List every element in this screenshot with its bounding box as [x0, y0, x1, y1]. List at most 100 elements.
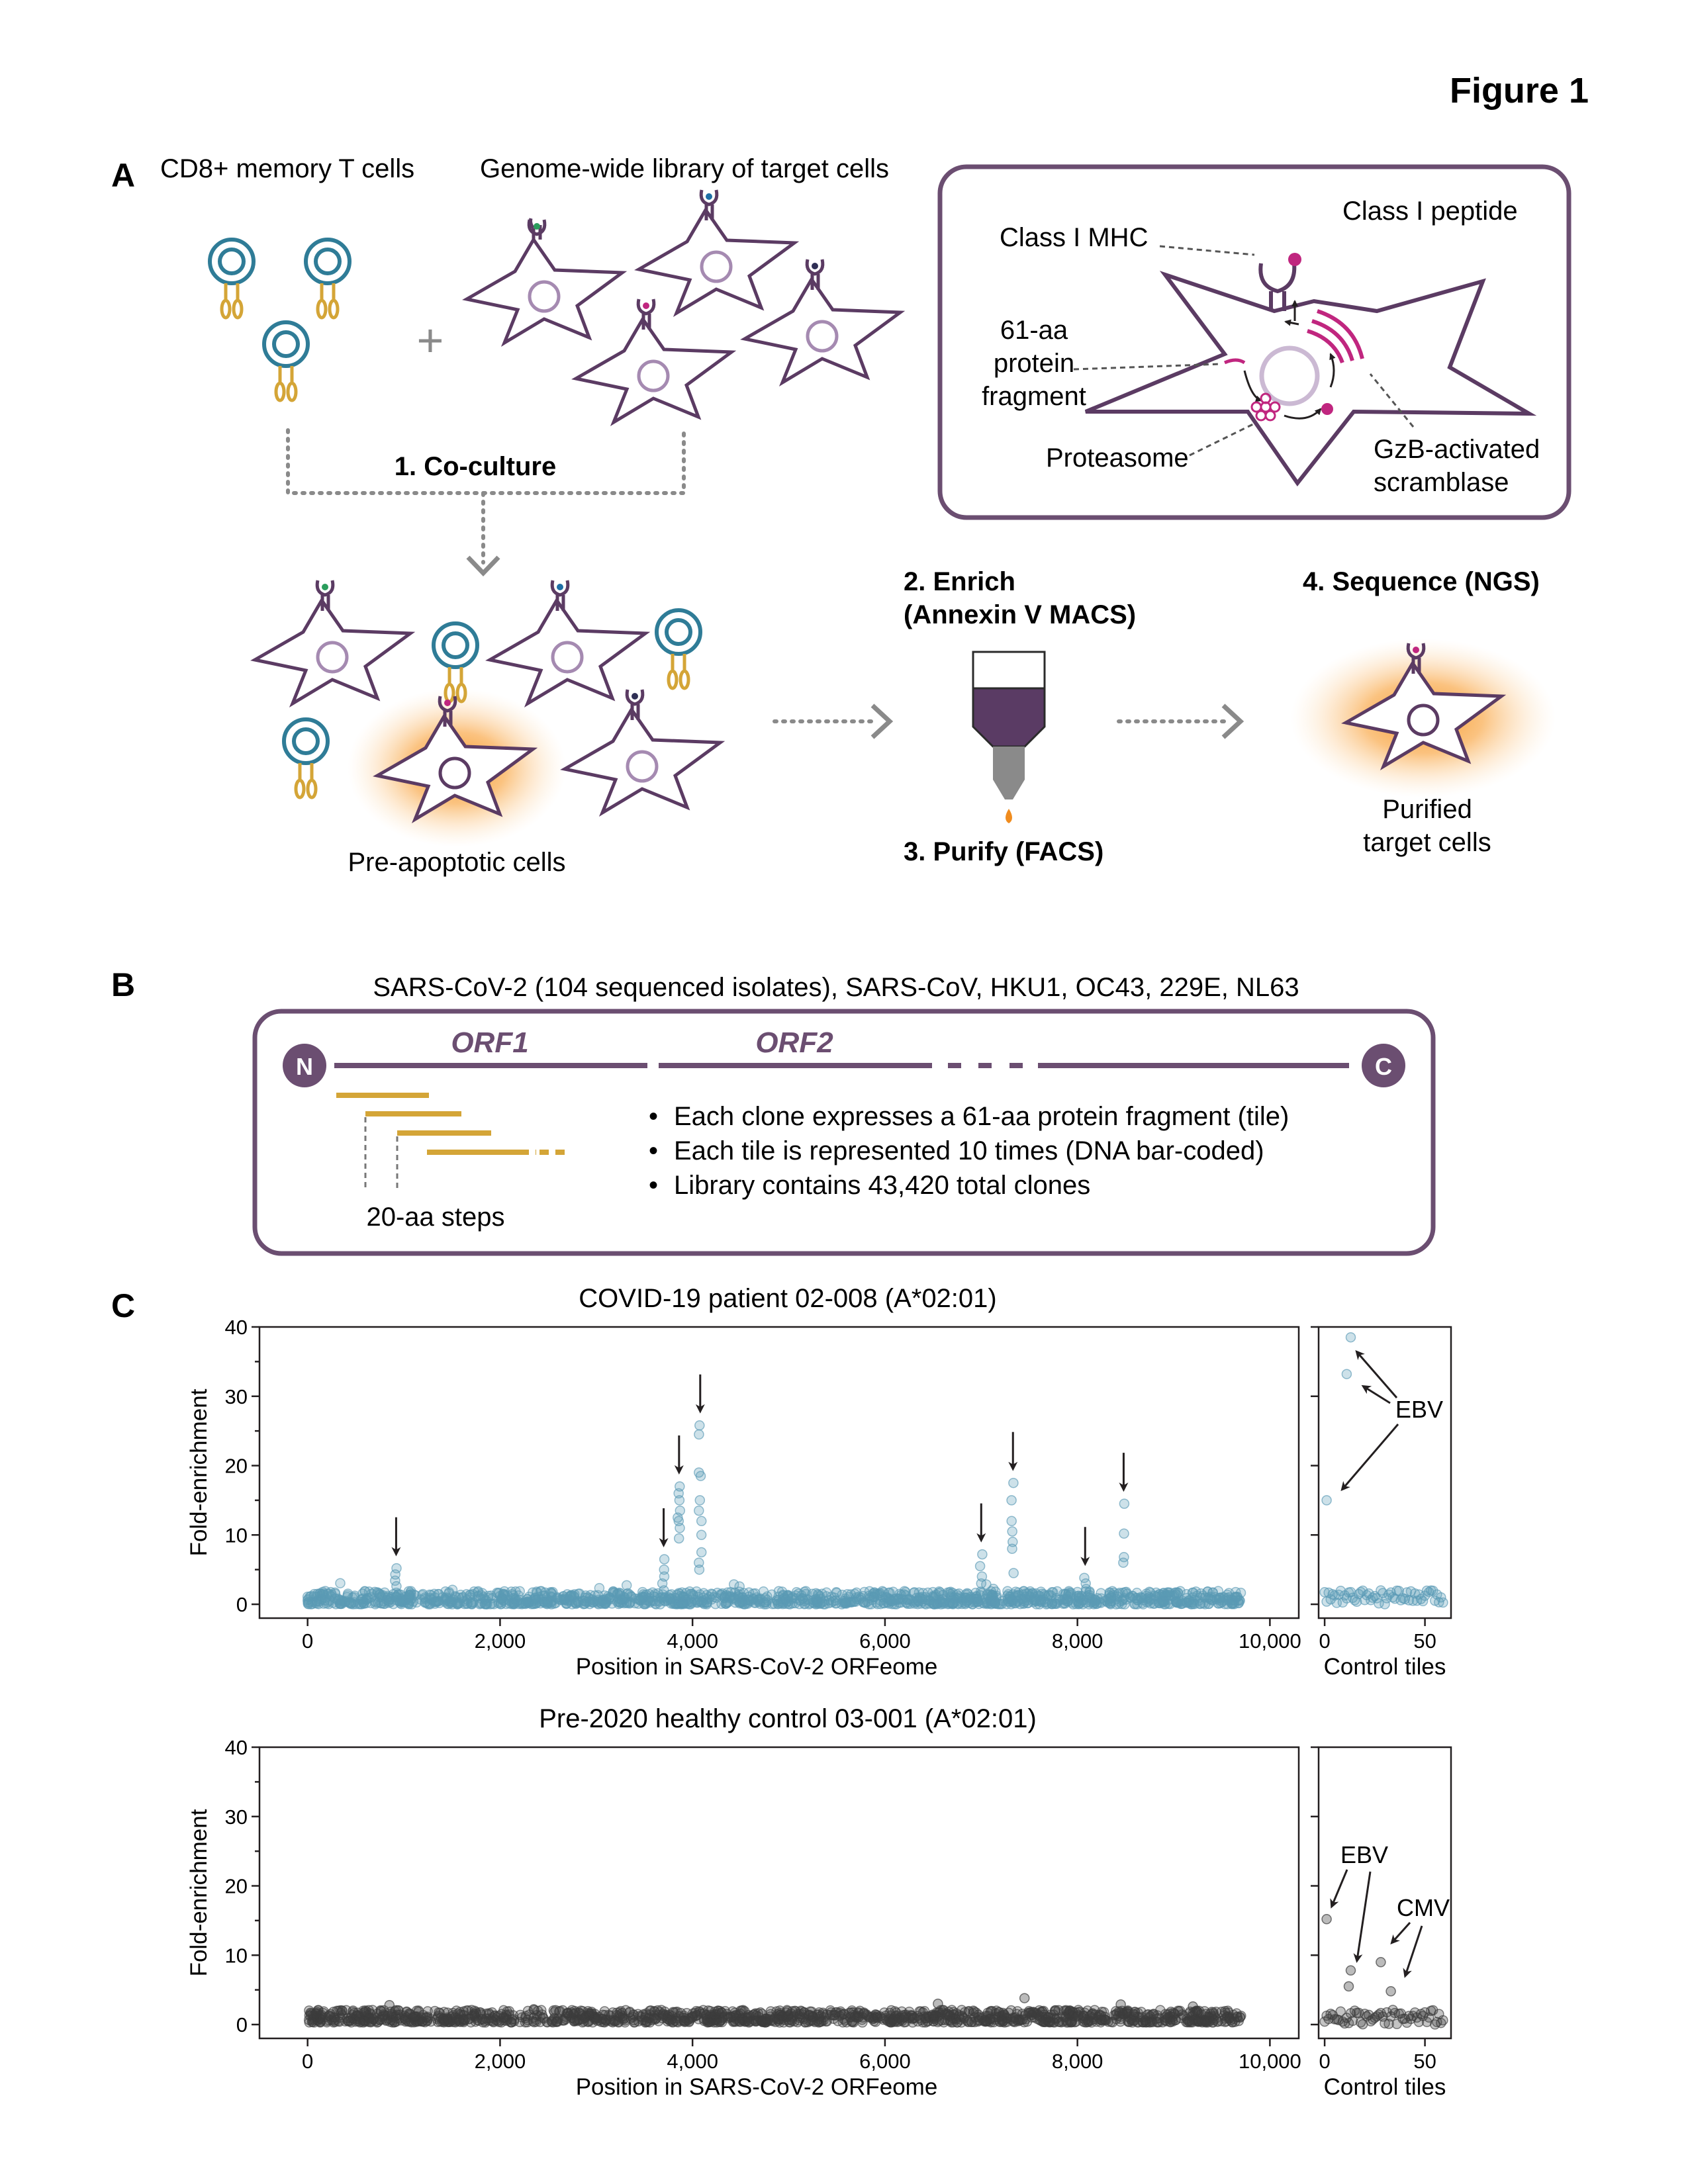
data-point	[483, 1590, 494, 1602]
data-point	[726, 2012, 737, 2023]
inset-fragment-line2: protein	[994, 349, 1074, 378]
ytick-label: 40	[225, 1316, 248, 1339]
control-point	[1378, 1588, 1388, 1598]
purified-target-cell	[1341, 643, 1507, 770]
peak-point	[976, 1578, 987, 1589]
data-point	[574, 1588, 585, 1599]
plot1-arrows	[391, 1374, 1129, 1567]
control-highlight-point	[1345, 1965, 1356, 1976]
data-point	[929, 2014, 939, 2025]
data-point	[1172, 2005, 1184, 2016]
data-point	[621, 1580, 632, 1591]
target-cell	[560, 689, 726, 817]
target-cell	[250, 580, 416, 707]
peak-point	[694, 1505, 704, 1516]
plot2-xlabel: Position in SARS-CoV-2 ORFeome	[576, 2074, 938, 2100]
peak-point	[694, 1429, 704, 1440]
data-point	[799, 1586, 810, 1598]
target-cell	[571, 298, 737, 426]
data-point	[933, 1588, 944, 1599]
data-point	[751, 2010, 762, 2021]
data-point	[840, 1597, 851, 1608]
plot2-ctrl-xlabel: Control tiles	[1324, 2074, 1446, 2100]
control-point	[1417, 1596, 1429, 1607]
plot1-ctrl-xticks: 0 50	[1319, 1629, 1436, 1653]
n-terminus-badge	[283, 1044, 326, 1087]
plot1-ctrl-points	[1319, 1332, 1448, 1610]
data-point	[1217, 1596, 1227, 1608]
data-point	[439, 2016, 450, 2026]
data-point	[943, 2006, 955, 2017]
data-point	[577, 2006, 588, 2017]
data-point	[1115, 1999, 1126, 2010]
data-point	[620, 2005, 631, 2016]
target-cell	[462, 218, 628, 347]
target-cell	[740, 259, 906, 387]
data-point	[1129, 1599, 1140, 1610]
data-point	[794, 2011, 805, 2022]
data-point	[769, 1598, 780, 1610]
t-cell	[208, 238, 256, 320]
plot1-ylabel: Fold-enrichment	[186, 1388, 212, 1556]
data-point	[831, 2007, 842, 2018]
inset-peptide-label: Class I peptide	[1342, 197, 1518, 226]
ytick-label: 10	[225, 1944, 248, 1967]
data-point	[570, 1598, 581, 1608]
data-point	[917, 2017, 928, 2028]
data-point	[758, 1586, 769, 1597]
data-point	[962, 1595, 972, 1606]
peak-point	[696, 1529, 707, 1541]
target-cell	[634, 189, 800, 317]
data-point	[1175, 1586, 1186, 1596]
plot2-ctrl-xticks: 0 50	[1319, 2050, 1436, 2073]
ytick-label: 0	[236, 2013, 248, 2036]
data-point	[346, 1598, 356, 1610]
inset-mhc-label: Class I MHC	[1000, 223, 1148, 252]
data-point	[476, 2014, 487, 2025]
data-point	[806, 2015, 816, 2026]
data-point	[461, 1594, 473, 1605]
data-point	[441, 1594, 451, 1606]
data-point	[900, 1586, 911, 1598]
ctrl-xtick-label: 0	[1319, 1629, 1330, 1653]
data-point	[1230, 1592, 1241, 1602]
data-point	[303, 1598, 314, 1610]
peak-point	[391, 1581, 402, 1592]
peak-point	[674, 1495, 685, 1506]
data-point	[706, 2015, 716, 2025]
data-point	[633, 1598, 643, 1609]
data-point	[316, 2010, 327, 2021]
data-point	[694, 1589, 706, 1600]
ctrl-xtick-label: 50	[1413, 1629, 1436, 1653]
inset-cell	[1084, 253, 1537, 487]
data-point	[1089, 2005, 1100, 2015]
n-terminus-label: N	[296, 1053, 313, 1080]
data-point	[365, 1598, 376, 1609]
data-point	[1106, 1592, 1117, 1604]
coculture-arrowhead	[466, 555, 500, 577]
data-point	[933, 1998, 943, 2009]
flow-arrow	[1117, 704, 1244, 739]
data-point	[979, 2015, 990, 2026]
data-point	[896, 2006, 908, 2017]
data-point	[1212, 2016, 1223, 2027]
peak-point	[1119, 1528, 1129, 1539]
plot1-xlabel: Position in SARS-CoV-2 ORFeome	[576, 1654, 938, 1680]
plot2-title: Pre-2020 healthy control 03-001 (A*02:01…	[539, 1704, 1037, 1733]
ytick-label: 10	[225, 1524, 248, 1547]
apoptotic-target-cell	[373, 696, 538, 823]
plot1-ebv-annotation: EBV	[1395, 1396, 1443, 1423]
data-point	[1196, 2015, 1207, 2026]
data-point	[872, 2010, 882, 2021]
data-point	[358, 1598, 369, 1609]
inset-fragment-line3: fragment	[982, 382, 1086, 411]
data-point	[742, 2013, 753, 2025]
data-point	[560, 2011, 571, 2023]
bullet-mark: •	[649, 1102, 658, 1131]
data-point	[1181, 1589, 1192, 1600]
data-point	[551, 2017, 561, 2027]
data-point	[673, 2017, 683, 2028]
control-point	[1438, 2015, 1448, 2026]
data-point	[452, 1599, 463, 1610]
